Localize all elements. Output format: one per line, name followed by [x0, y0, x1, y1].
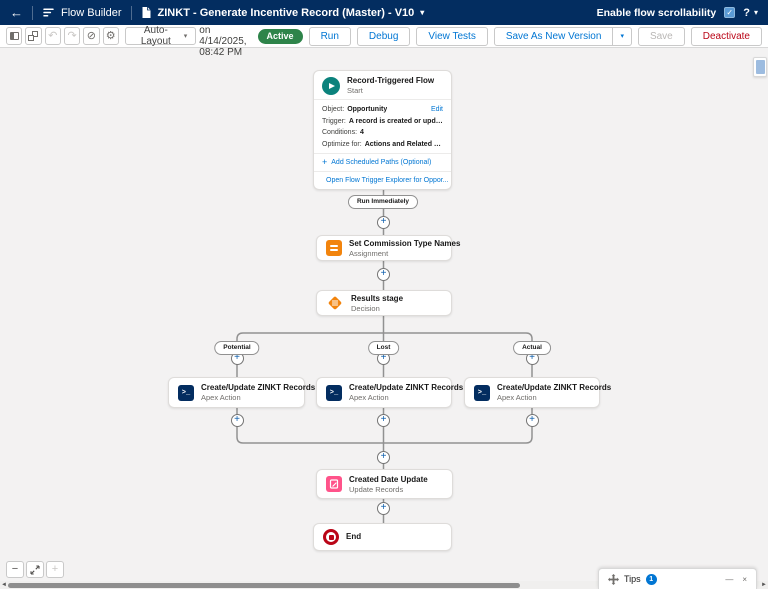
decision-node[interactable]: Results stage Decision [316, 290, 452, 316]
save-as-new-version-button[interactable]: Save As New Version [493, 26, 614, 46]
add-element-connector[interactable]: + [377, 267, 390, 281]
document-icon [142, 7, 151, 18]
flow-settings-button[interactable]: ⚙ [102, 27, 119, 45]
branch-label-actual: Actual [513, 341, 551, 355]
start-row-optimize: Optimize for: Actions and Related Recor.… [322, 140, 443, 148]
zoom-to-fit-button[interactable] [26, 561, 44, 578]
start-row-conditions: Conditions: 4 [322, 129, 364, 136]
toolbox-toggle-button[interactable] [6, 27, 23, 45]
deactivate-button[interactable]: Deactivate [690, 26, 762, 46]
assignment-icon [326, 240, 342, 256]
update-records-node[interactable]: Created Date Update Update Records [316, 469, 453, 499]
gear-icon: ⚙ [105, 29, 116, 42]
add-element-connector[interactable]: + [377, 501, 390, 515]
help-icon: ? [743, 6, 750, 19]
debug-button[interactable]: Debug [356, 26, 411, 46]
docked-panel-toggle[interactable] [753, 57, 767, 77]
apex-action-node-actual[interactable]: >_ Create/Update ZINKT Records Apex Acti… [464, 377, 611, 408]
add-element-connector[interactable]: + [377, 413, 390, 427]
back-arrow-icon[interactable]: ← [10, 5, 23, 20]
zoom-out-button[interactable]: − [6, 561, 24, 578]
layout-selector[interactable]: Auto-Layout ▾ [124, 25, 197, 47]
add-element-connector[interactable]: + [377, 450, 390, 464]
assignment-node[interactable]: Set Commission Type Names Assignment [316, 235, 460, 261]
flow-title-menu[interactable]: ZINKT - Generate Incentive Record (Maste… [141, 6, 425, 19]
flow-scrollability-label: Enable flow scrollability [596, 6, 717, 19]
top-nav: ← Flow Builder ZINKT - Generate Incentiv… [0, 0, 768, 25]
apex-terminal-icon: >_ [474, 384, 490, 401]
end-node[interactable]: End [313, 523, 452, 551]
undo-icon: ↶ [48, 29, 58, 42]
nav-divider [130, 5, 132, 20]
tips-count-badge: 1 [645, 573, 657, 585]
add-scheduled-paths-link[interactable]: + Add Scheduled Paths (Optional) [314, 153, 451, 171]
nav-divider [32, 5, 33, 20]
expand-icon [30, 564, 40, 575]
undo-button[interactable]: ↶ [44, 27, 61, 45]
decision-icon [328, 296, 342, 310]
app-brand: Flow Builder [42, 6, 122, 19]
apex-terminal-icon: >_ [326, 384, 342, 401]
layout-selector-label: Auto-Layout [140, 25, 171, 47]
start-node-details: Object: Opportunity Edit Trigger: A reco… [314, 99, 451, 153]
apex-terminal-icon: >_ [178, 384, 194, 401]
end-stop-icon [323, 529, 339, 545]
open-flow-trigger-explorer-link[interactable]: Open Flow Trigger Explorer for Oppor... [314, 171, 451, 189]
view-errors-button[interactable]: ⊘ [83, 27, 100, 45]
chevron-down-icon: ▾ [753, 8, 758, 17]
scroll-left-arrow-icon[interactable]: ◄ [1, 582, 7, 588]
horizontal-scrollbar[interactable]: ◄ ► [0, 581, 768, 589]
tips-label: Tips [624, 574, 641, 584]
status-badge: Active [257, 28, 303, 44]
flow-scrollability-checkbox[interactable]: ✓ [724, 7, 736, 18]
apex-action-node-potential[interactable]: >_ Create/Update ZINKT Records Apex Acti… [168, 377, 315, 408]
start-row-trigger: Trigger: A record is created or updated [322, 117, 443, 125]
zoom-controls: − + [6, 561, 64, 578]
branch-label-potential: Potential [214, 341, 260, 355]
start-play-icon [322, 76, 340, 95]
copy-elements-button[interactable] [25, 27, 42, 45]
minimize-icon[interactable]: — [725, 574, 734, 584]
save-options-dropdown[interactable]: ▾ [613, 26, 632, 46]
redo-icon: ↷ [67, 29, 77, 42]
start-node[interactable]: Record-Triggered Flow Start Object: Oppo… [313, 70, 452, 190]
redo-button[interactable]: ↷ [63, 27, 81, 45]
scroll-right-arrow-icon[interactable]: ► [761, 582, 767, 588]
run-button[interactable]: Run [308, 26, 351, 46]
apex-action-node-lost[interactable]: >_ Create/Update ZINKT Records Apex Acti… [316, 377, 463, 408]
add-element-connector[interactable]: + [525, 413, 539, 427]
flow-builder-logo-icon [43, 8, 54, 17]
edit-link[interactable]: Edit [430, 106, 443, 113]
close-icon[interactable]: × [742, 574, 747, 584]
tips-panel[interactable]: Tips 1 — × [598, 568, 757, 589]
app-label: Flow Builder [61, 6, 122, 19]
copy-icon [28, 31, 39, 41]
chevron-down-icon: ▾ [620, 33, 624, 40]
view-tests-button[interactable]: View Tests [416, 26, 488, 46]
move-handle-icon[interactable] [608, 573, 619, 585]
scrollbar-thumb[interactable] [8, 582, 520, 588]
update-records-icon [326, 476, 342, 492]
save-button[interactable]: Save [637, 26, 685, 46]
start-node-title: Record-Triggered Flow [347, 76, 435, 85]
flow-canvas[interactable]: Record-Triggered Flow Start Object: Oppo… [0, 48, 768, 581]
flow-toolbar: ↶ ↷ ⊘ ⚙ Auto-Layout ▾ Last saved on 4/14… [0, 14, 768, 58]
branch-label-lost: Lost [367, 341, 400, 355]
panel-icon [755, 60, 765, 74]
select-panel-icon [9, 32, 19, 40]
run-immediately-label: Run Immediately [347, 195, 419, 209]
chevron-down-icon: ▾ [183, 33, 188, 40]
flow-title: ZINKT - Generate Incentive Record (Maste… [157, 6, 415, 19]
start-row-object: Object: Opportunity Edit [322, 104, 443, 116]
plus-icon: + [322, 157, 328, 167]
start-node-subtitle: Start [347, 86, 363, 95]
help-menu[interactable]: ? ▾ [743, 7, 758, 19]
chevron-down-icon: ▾ [420, 8, 425, 17]
zoom-in-button[interactable]: + [46, 561, 64, 578]
no-errors-icon: ⊘ [86, 29, 97, 42]
add-element-connector[interactable]: + [377, 215, 390, 229]
start-node-header[interactable]: Record-Triggered Flow Start [314, 71, 451, 99]
add-element-connector[interactable]: + [230, 413, 244, 427]
